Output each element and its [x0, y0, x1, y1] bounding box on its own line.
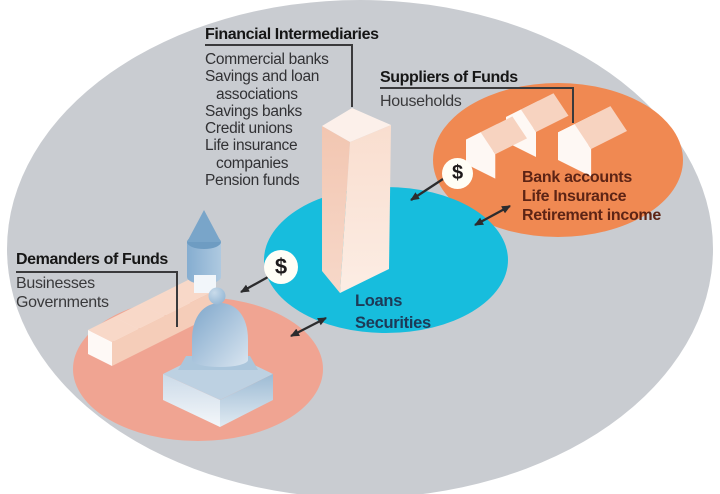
list-item: Savings banks [205, 102, 302, 120]
arrow-market-to-demanders [240, 275, 269, 294]
obelisk-illustration [187, 210, 221, 293]
benefit-item: Retirement income [522, 207, 661, 224]
market-instrument: Loans [355, 292, 403, 310]
arrow-suppliers-to-market [410, 178, 444, 201]
dollar-icon: $ [442, 158, 473, 189]
market-instrument: Securities [355, 314, 431, 332]
list-item: Savings and loan [205, 68, 320, 86]
arrow-market-suppliers-two-way [474, 204, 511, 227]
demanders-group-label: Businesses [16, 275, 95, 292]
dollar-icon: $ [264, 250, 298, 284]
list-item: companies [216, 154, 289, 172]
demanders-group-label: Governments [16, 294, 109, 311]
financial-intermediaries-list: Commercial banks Savings and loan associ… [205, 51, 329, 189]
flow-arrows [240, 178, 511, 338]
suppliers-benefits: Bank accounts Life Insurance Retirement … [522, 168, 661, 225]
market-instruments: Loans Securities [355, 290, 431, 334]
list-item: associations [216, 85, 298, 103]
dollar-symbol: $ [451, 162, 464, 184]
capitol-illustration [163, 287, 273, 427]
dollar-symbol: $ [274, 254, 288, 279]
benefit-item: Life Insurance [522, 188, 627, 205]
skyscraper-illustration [322, 108, 391, 293]
connector-lines [16, 44, 574, 327]
list-item: Credit unions [205, 120, 293, 138]
list-item: Commercial banks [205, 51, 329, 68]
demanders-title: Demanders of Funds [16, 251, 168, 268]
suppliers-group-label: Households [380, 93, 462, 110]
arrow-market-demanders-two-way [290, 316, 327, 338]
benefit-item: Bank accounts [522, 169, 632, 186]
list-item: Life insurance [205, 137, 298, 155]
list-item: Pension funds [205, 172, 300, 190]
suppliers-title: Suppliers of Funds [380, 69, 518, 86]
financial-intermediaries-title: Financial Intermediaries [205, 26, 379, 43]
